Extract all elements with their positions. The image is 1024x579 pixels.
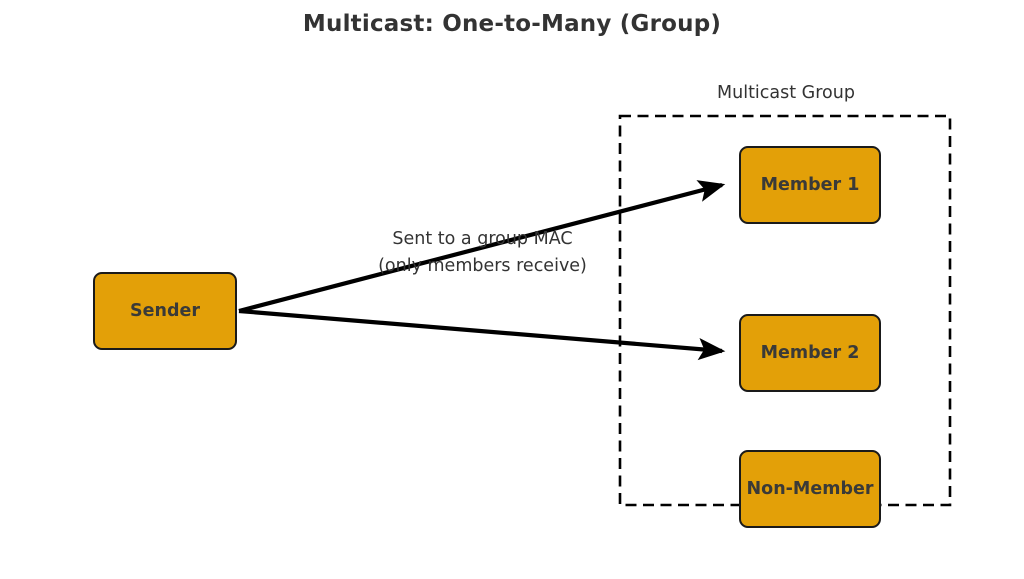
edge-annotation-line-1: Sent to a group MAC: [392, 229, 573, 249]
node-sender-label: Sender: [130, 301, 200, 321]
edge-annotation: Sent to a group MAC (only members receiv…: [340, 226, 625, 280]
multicast-group-label: Multicast Group: [717, 83, 855, 103]
arrow-sender-to-member2: [238, 308, 726, 361]
node-member-2-label: Member 2: [760, 343, 860, 363]
node-non-member[interactable]: Non-Member: [739, 450, 881, 528]
node-sender[interactable]: Sender: [93, 272, 237, 350]
node-member-1[interactable]: Member 1: [739, 146, 881, 224]
node-member-2[interactable]: Member 2: [739, 314, 881, 392]
arrow-sender-to-member1: [238, 180, 726, 314]
node-member-1-label: Member 1: [760, 175, 860, 195]
page-title: Multicast: One-to-Many (Group): [302, 11, 722, 37]
node-non-member-label: Non-Member: [746, 479, 874, 499]
edge-annotation-line-2: (only members receive): [378, 256, 587, 276]
